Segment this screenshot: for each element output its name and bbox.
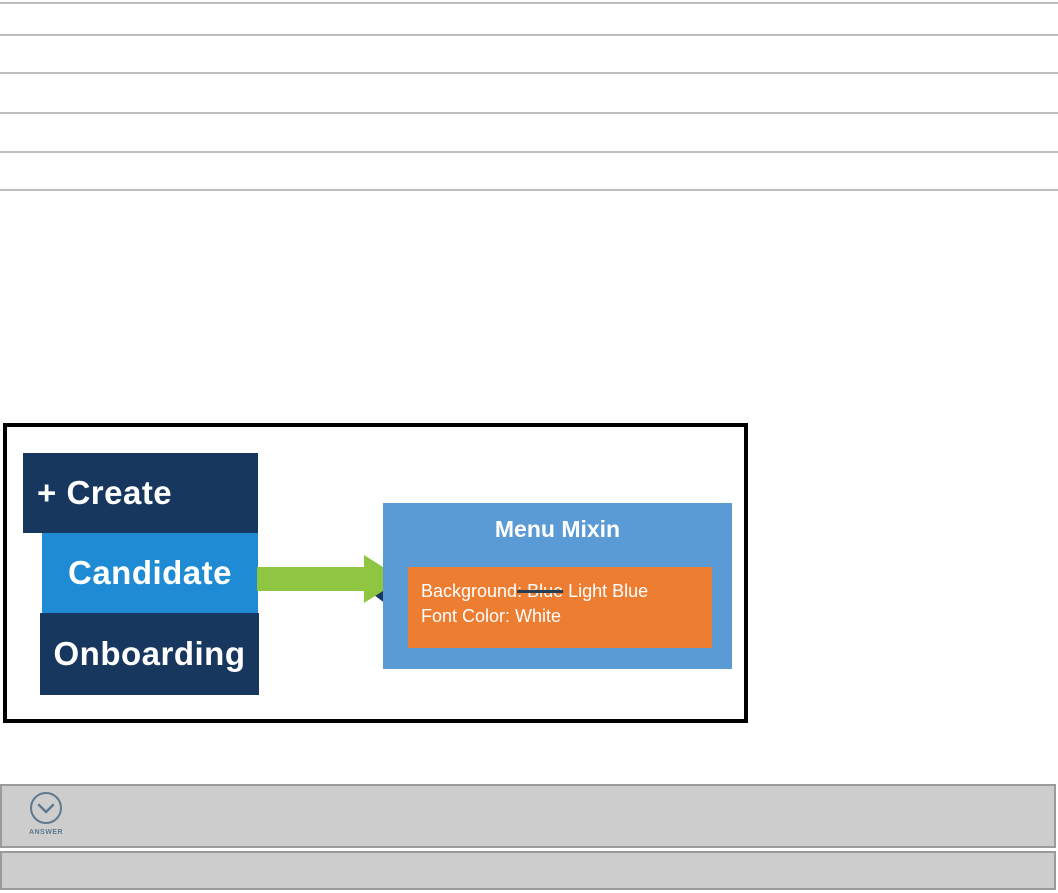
- mixin-background-new: Light Blue: [568, 581, 649, 601]
- menu-item-candidate-label: Candidate: [67, 554, 233, 591]
- chevron-down-circle-icon: [30, 792, 62, 824]
- mixin-background-prefix: Background: [421, 581, 518, 601]
- answer-footer-bar: [0, 851, 1056, 890]
- menu-mixin-card: Menu Mixin Background: Blue Light Blue F…: [383, 503, 732, 669]
- menu-item-candidate: Candidate: [42, 533, 258, 613]
- menu-mixin-title: Menu Mixin: [494, 516, 621, 542]
- mixin-fontcolor-line: Font Color: White: [421, 606, 562, 626]
- ruled-line: [0, 112, 1058, 114]
- menu-item-onboarding-label: Onboarding: [53, 635, 246, 672]
- menu-item-onboarding: Onboarding: [40, 613, 259, 695]
- menu-mixin-note: Background: Blue Light Blue Font Color: …: [408, 567, 712, 648]
- answer-reveal-bar[interactable]: ANSWER: [0, 784, 1056, 848]
- ruled-line: [0, 2, 1058, 4]
- ruled-line: [0, 34, 1058, 36]
- answer-reveal-label: ANSWER: [28, 829, 64, 836]
- menu-item-create: + Create: [23, 453, 258, 533]
- mixin-background-line: Background: Blue Light Blue: [421, 579, 712, 604]
- right-arrow-icon: [257, 555, 402, 604]
- answer-reveal-button[interactable]: ANSWER: [24, 791, 68, 836]
- diagram-frame: + Create Candidate Onboarding Menu Mixin…: [3, 423, 748, 723]
- menu-item-create-label: + Create: [37, 474, 173, 511]
- mixin-background-struck: : Blue: [517, 581, 564, 601]
- ruled-line: [0, 72, 1058, 74]
- ruled-line: [0, 189, 1058, 191]
- ruled-line: [0, 151, 1058, 153]
